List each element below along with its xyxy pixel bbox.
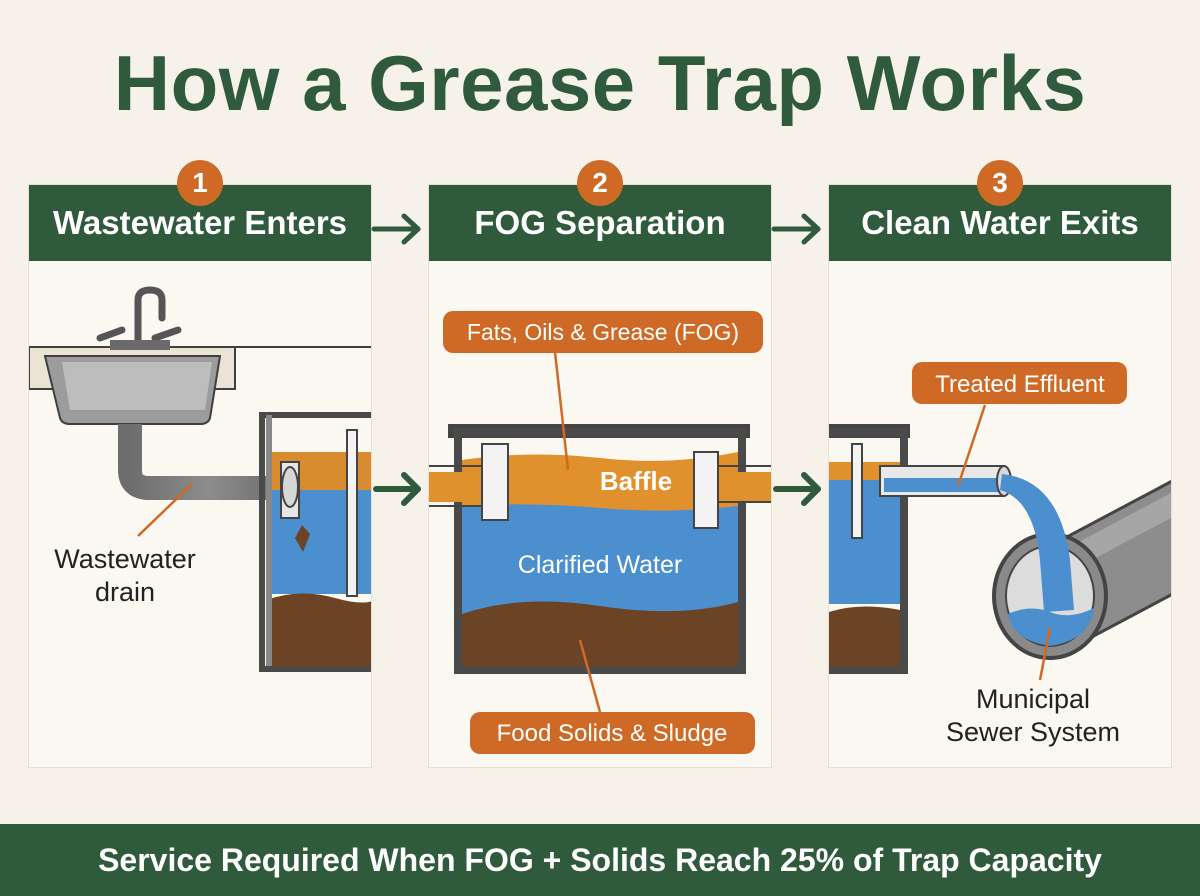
- page-title: How a Grease Trap Works: [113, 39, 1087, 127]
- solids-label: Food Solids & Sludge: [497, 720, 728, 747]
- arrow-right-icon: [373, 472, 421, 506]
- drain-label-line1: Wastewater: [54, 544, 196, 574]
- arrow-right-icon: [371, 213, 421, 245]
- clarified-water-label: Clarified Water: [518, 551, 682, 579]
- baffle-label: Baffle: [600, 466, 672, 496]
- footer-service-note: Service Required When FOG + Solids Reach…: [0, 824, 1200, 896]
- solids-callout: [470, 712, 755, 754]
- effluent-callout: [912, 362, 1127, 404]
- fog-callout: [443, 311, 763, 353]
- drain-label-line2: drain: [95, 577, 155, 607]
- panel-2-illustration: [429, 351, 771, 713]
- arrow-right-icon: [771, 213, 821, 245]
- fog-label: Fats, Oils & Grease (FOG): [467, 319, 739, 345]
- sewer-label-line2: Sewer System: [946, 717, 1120, 747]
- faucet-icon: [96, 286, 182, 349]
- step-2-badge: 2: [577, 160, 623, 206]
- panel-3-illustration: [829, 404, 1171, 681]
- panel-1-illustration: [29, 286, 371, 672]
- step-3-badge: 3: [977, 160, 1023, 206]
- arrow-right-icon: [773, 472, 821, 506]
- effluent-label: Treated Effluent: [935, 371, 1105, 398]
- sewer-label-line1: Municipal: [976, 684, 1090, 714]
- step-3-header: Clean Water Exits: [829, 185, 1171, 261]
- step-1-badge: 1: [177, 160, 223, 206]
